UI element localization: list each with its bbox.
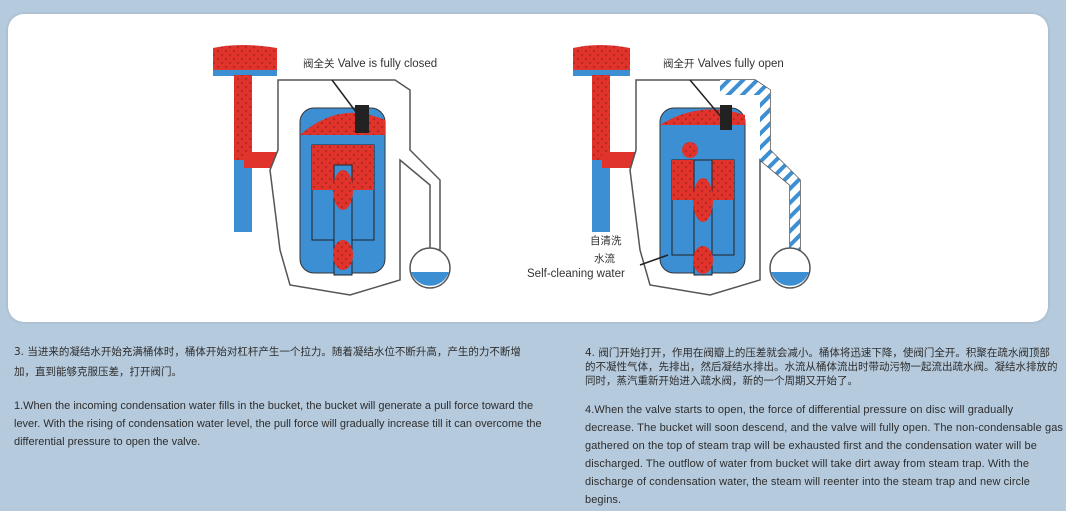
step3-english-text: 1.When the incoming condensation water f… — [14, 400, 542, 448]
self-cleaning-label-zh-1: 自清洗 — [590, 235, 622, 247]
steam-trap-diagrams — [213, 45, 811, 296]
trap-diagram-closed — [213, 45, 451, 296]
step4-chinese-text: 4. 阀门开始打开，作用在阀瓣上的压差就会减小。桶体将迅速下降，使阀门全开。积聚… — [585, 347, 1058, 387]
trap-diagram-open — [573, 45, 811, 296]
step4-english-text: 4.When the valve starts to open, the for… — [585, 404, 1064, 506]
self-cleaning-label-en: Self-cleaning water — [527, 268, 625, 280]
self-cleaning-label-zh-2: 水流 — [594, 253, 615, 265]
valve-open-label: 阀全开 Valves fully open — [663, 58, 784, 70]
valve-closed-label: 阀全关 Valve is fully closed — [303, 58, 438, 70]
diagram-panel — [8, 14, 1048, 322]
step3-chinese-text: 3. 当进来的凝结水开始充满桶体时，桶体开始对杠杆产生一个拉力。随着凝结水位不断… — [14, 346, 521, 378]
